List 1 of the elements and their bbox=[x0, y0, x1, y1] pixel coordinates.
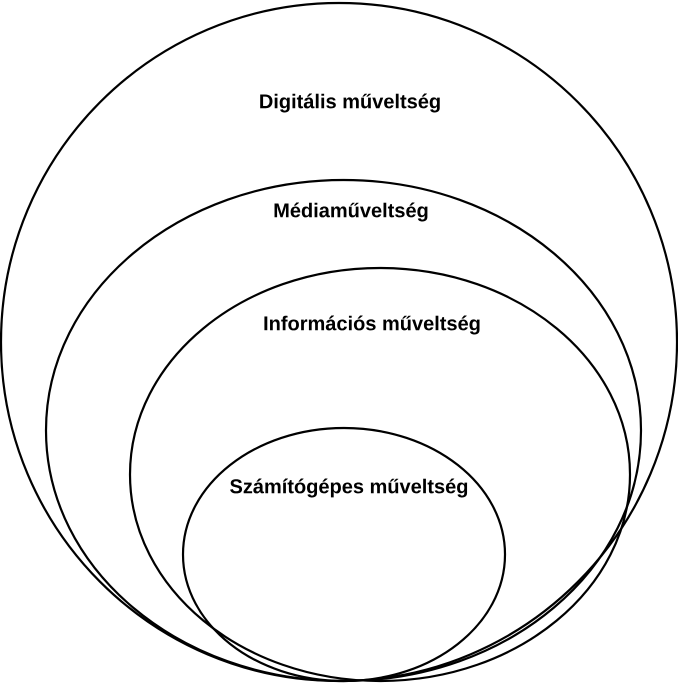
ellipse-region: Számítógépes műveltség bbox=[182, 426, 506, 682]
